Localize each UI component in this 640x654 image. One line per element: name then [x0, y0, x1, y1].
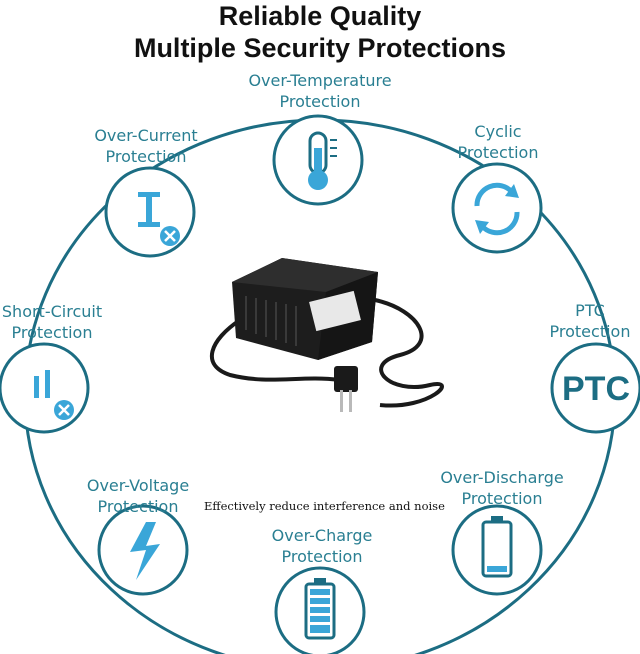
icon-ptc — [550, 342, 640, 434]
thermometer-icon — [308, 131, 337, 190]
label-over-voltage: Over-Voltage Protection — [87, 475, 189, 517]
label-over-charge-line1: Over-Charge — [271, 526, 373, 545]
label-over-current-line2: Protection — [105, 147, 187, 166]
label-over-current-line1: Over-Current — [94, 126, 198, 145]
label-ptc-line2: Protection — [549, 322, 631, 341]
icon-short-circuit — [0, 342, 90, 434]
label-cyclic: Cyclic Protection — [458, 121, 539, 163]
label-cyclic-line2: Protection — [457, 143, 539, 162]
label-over-discharge-line2: Protection — [461, 489, 543, 508]
lightning-icon — [130, 522, 160, 580]
battery-full-icon — [304, 578, 336, 640]
label-over-discharge-line1: Over-Discharge — [440, 468, 564, 487]
heading-line-1: Reliable Quality — [218, 1, 422, 31]
label-over-voltage-line1: Over-Voltage — [86, 476, 190, 495]
noise-note: Effectively reduce interference and nois… — [204, 499, 445, 513]
label-over-discharge: Over-Discharge Protection — [440, 467, 563, 509]
power-adapter-image — [209, 258, 444, 412]
icon-over-discharge — [451, 504, 543, 596]
cycle-arrows-icon — [474, 182, 520, 236]
label-short-circuit-line1: Short-Circuit — [1, 302, 103, 321]
label-ptc-line1: PTC — [575, 301, 605, 320]
short-circuit-icon — [34, 370, 74, 420]
icon-cyclic — [451, 162, 543, 254]
label-over-charge-line2: Protection — [281, 547, 363, 566]
label-over-current: Over-Current Protection — [94, 125, 197, 167]
ptc-icon: PTC — [562, 370, 630, 408]
battery-low-icon — [481, 516, 513, 578]
label-over-temperature-line1: Over-Temperature — [248, 71, 392, 90]
label-over-voltage-line2: Protection — [97, 497, 179, 516]
label-short-circuit: Short-Circuit Protection — [2, 301, 102, 343]
label-cyclic-line1: Cyclic — [474, 122, 522, 141]
label-ptc: PTC Protection — [550, 300, 631, 342]
label-short-circuit-line2: Protection — [11, 323, 93, 342]
heading-line-2: Multiple Security Protections — [133, 33, 507, 63]
label-over-charge: Over-Charge Protection — [272, 525, 373, 567]
label-over-temperature-line2: Protection — [279, 92, 361, 111]
label-over-temperature: Over-Temperature Protection — [248, 70, 391, 112]
current-x-icon — [138, 192, 180, 246]
